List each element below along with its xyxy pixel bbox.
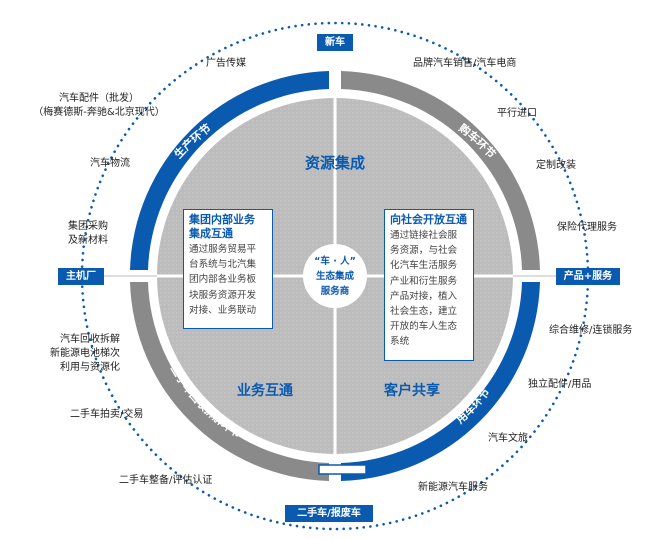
pill-used-scrap: 二手车/报废车 bbox=[285, 505, 373, 522]
label-parts-supplies: 独立配件/用品 bbox=[528, 379, 592, 390]
ring-segment-usage bbox=[341, 282, 540, 481]
pill-product-service: 产品+服务 bbox=[556, 268, 620, 285]
box-external-title: 向社会开放互通 bbox=[390, 213, 467, 226]
center-text-line1: “车 · 人” bbox=[314, 255, 356, 267]
label-logistics: 汽车物流 bbox=[90, 158, 130, 169]
label-used-refurb: 二手车整备/评估认证 bbox=[119, 475, 213, 486]
ring-segment-production bbox=[130, 71, 329, 270]
label-custom-mod: 定制改装 bbox=[536, 160, 576, 171]
label-new-energy-service: 新能源汽车服务 bbox=[418, 482, 488, 493]
box-external-body: 通过链接社会服 务资源，与社会 化汽车生活服务 产业和衍生服务 产品对接，植入 … bbox=[390, 230, 458, 348]
bottom-ring-marker bbox=[318, 464, 367, 475]
label-auto-parts-wholesale: 汽车配件（批发） （梅赛德斯-奔驰&北京现代） bbox=[33, 93, 165, 118]
box-internal-integration: 集团内部业务 集成互通 通过服务贸易平 台系统与北汽集 团内部各业务板 块服务资… bbox=[183, 209, 273, 329]
pill-oem: 主机厂 bbox=[58, 268, 104, 285]
center-circle bbox=[303, 244, 367, 308]
quadrant-title-customer: 客户共享 bbox=[383, 382, 440, 399]
center-text-line2: 生态集成 bbox=[316, 270, 355, 282]
center-text-line3: 服务商 bbox=[321, 285, 350, 297]
label-used-auction: 二手车拍卖/交易 bbox=[70, 409, 144, 420]
box-internal-body: 通过服务贸易平 台系统与北汽集 团内部各业务板 块服务资源开发 对接、业务联动 bbox=[189, 244, 257, 316]
ring-segment-purchase bbox=[341, 71, 540, 270]
label-insurance: 保险代理服务 bbox=[557, 222, 617, 233]
box-external-integration: 向社会开放互通 通过链接社会服 务资源，与社会 化汽车生活服务 产业和衍生服务 … bbox=[384, 209, 474, 361]
label-recycle-battery: 汽车回收拆解 新能源电池梯次 利用与资源化 bbox=[50, 334, 120, 373]
quadrant-title-business: 业务互通 bbox=[237, 382, 293, 399]
quadrant-title-resources: 资源集成 bbox=[305, 154, 365, 172]
label-repair-chain: 综合维修/连锁服务 bbox=[549, 325, 633, 336]
label-group-purchase: 集团采购 及新材料 bbox=[68, 221, 108, 246]
label-auto-culture: 汽车文旅 bbox=[488, 433, 528, 444]
ring-segment-recycle bbox=[130, 282, 329, 481]
label-parallel-import: 平行进口 bbox=[497, 108, 537, 119]
label-ad-media: 广告传媒 bbox=[206, 58, 246, 69]
label-brand-sales: 品牌汽车销售/汽车电商 bbox=[413, 58, 517, 69]
box-internal-title: 集团内部业务 集成互通 bbox=[189, 213, 255, 240]
pill-new-car: 新车 bbox=[317, 34, 353, 51]
